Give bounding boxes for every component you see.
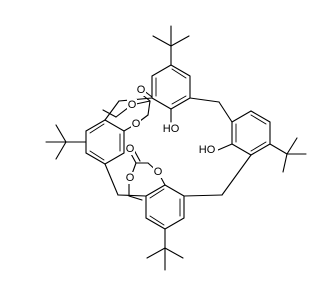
lower-ester-oxygen-label: O bbox=[126, 172, 135, 184]
top-arene-ring bbox=[151, 64, 191, 110]
left-carbonyl-oxygen-label: O bbox=[137, 84, 146, 96]
right-arene-ring bbox=[231, 110, 271, 156]
lower-ether-oxygen-label: O bbox=[154, 166, 163, 178]
upper-hydroxyl-label: HO bbox=[163, 123, 180, 135]
hydroxyl-bonds bbox=[170, 108, 233, 151]
bottom-tert-butyl bbox=[146, 228, 184, 271]
left-ether-oxygen-label: O bbox=[132, 118, 141, 130]
atom-labels: HO HO O O O O O O bbox=[125, 84, 218, 184]
left-arene-ring bbox=[85, 119, 125, 165]
right-hydroxyl-label: HO bbox=[199, 144, 216, 156]
left-ester-oxygen-label: O bbox=[128, 99, 137, 111]
left-tert-butyl bbox=[45, 124, 87, 160]
methylene-bridges bbox=[104, 97, 252, 197]
bottom-arene-ring bbox=[145, 184, 185, 230]
top-tert-butyl bbox=[152, 25, 190, 66]
right-tert-butyl bbox=[269, 137, 307, 173]
lower-carbonyl-oxygen-label: O bbox=[126, 143, 135, 155]
